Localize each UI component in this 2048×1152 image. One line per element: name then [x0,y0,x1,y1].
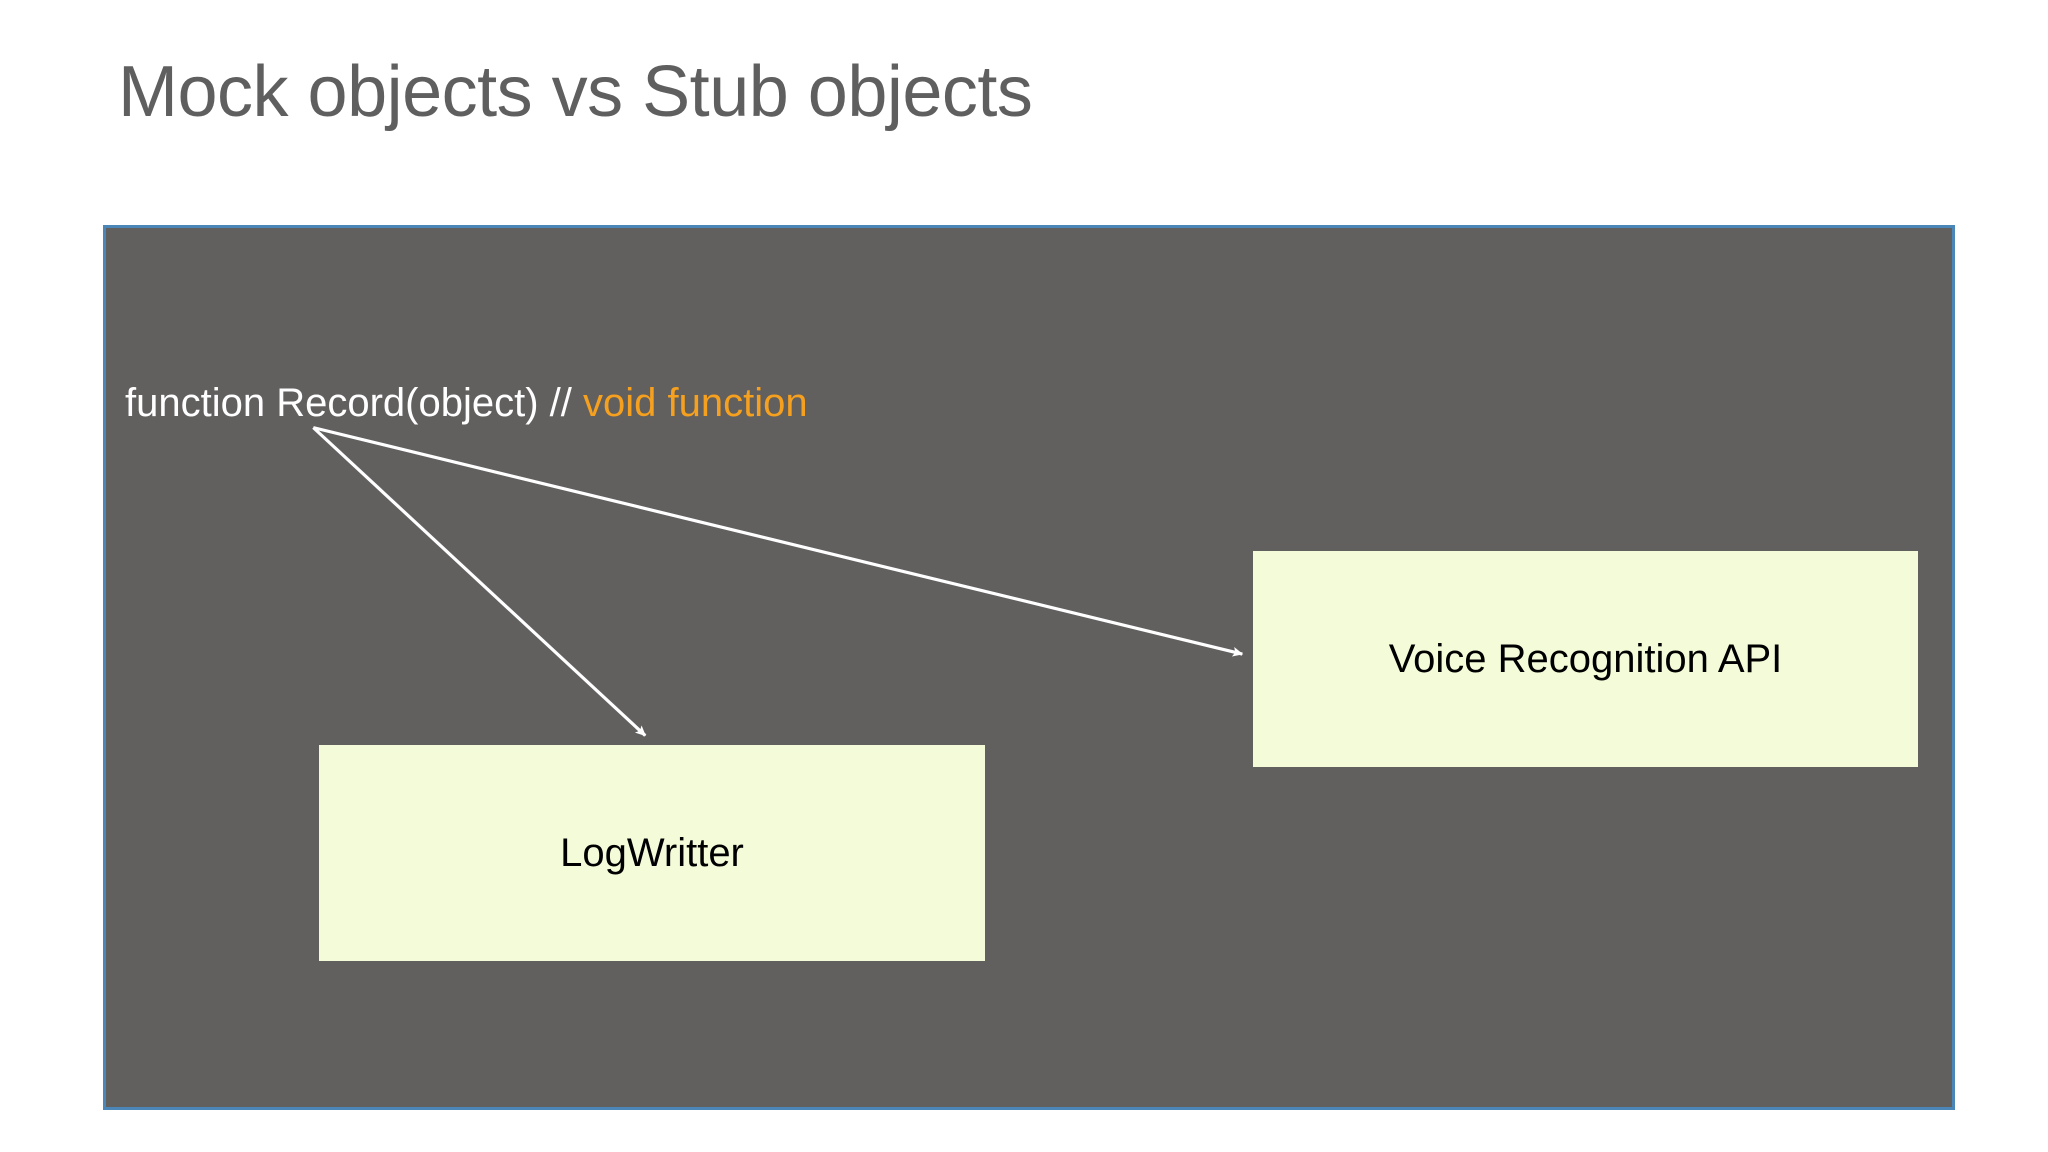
component-box-logwritter[interactable]: LogWritter [319,745,985,961]
arrow-to-logwritter [312,426,647,737]
component-box-voice-recognition-api-label: Voice Recognition API [1388,637,1783,681]
code-signature-text: function Record(object) // [125,381,583,425]
component-box-logwritter-label: LogWritter [560,831,744,875]
code-comment-text: void function [583,381,808,425]
component-box-voice-recognition-api[interactable]: Voice Recognition API [1253,551,1918,767]
arrow-to-voice-api [312,426,1244,657]
page-title: Mock objects vs Stub objects [118,52,1033,132]
code-signature-line: function Record(object) // void function [125,383,808,423]
diagram-panel: function Record(object) // void function… [103,225,1955,1110]
